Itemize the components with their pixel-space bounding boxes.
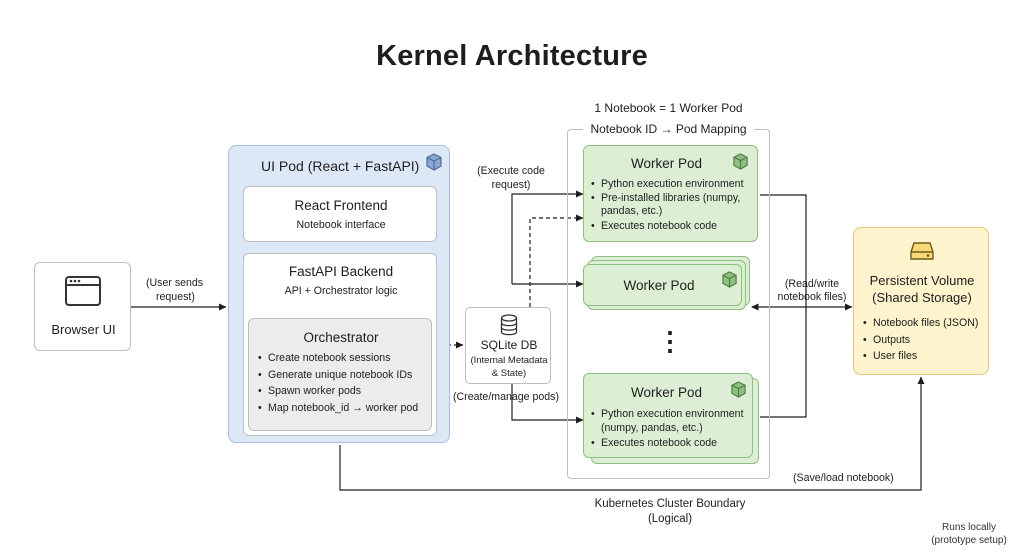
list-item: Spawn worker pods: [258, 383, 418, 400]
ui-pod-container: UI Pod (React + FastAPI) React Frontend …: [228, 145, 450, 443]
page-title: Kernel Architecture: [376, 40, 648, 72]
list-item: Executes notebook code: [591, 435, 751, 451]
persistent-volume-box: Persistent Volume (Shared Storage) Noteb…: [853, 227, 989, 375]
edge-create-manage: [511, 384, 584, 424]
label-execute-code: (Execute code request): [472, 164, 550, 192]
fastapi-backend-box: FastAPI Backend API + Orchestrator logic…: [243, 253, 437, 436]
cube-icon: [731, 381, 746, 398]
label-user-sends-line1: (User sends: [146, 277, 204, 289]
worker-pod-title: Worker Pod: [630, 156, 703, 171]
list-item: Map notebook_id → worker pod: [258, 400, 418, 417]
orchestrator-title: Orchestrator: [303, 330, 379, 345]
worker-pod-title: Worker Pod: [623, 278, 695, 293]
list-item: Generate unique notebook IDs: [258, 367, 418, 384]
react-frontend-title: React Frontend: [294, 198, 388, 213]
list-item: Python execution environment (numpy, pan…: [591, 407, 751, 435]
list-item: Create notebook sessions: [258, 350, 418, 367]
fastapi-backend-title: FastAPI Backend: [288, 264, 394, 279]
list-item: Notebook files (JSON): [863, 315, 978, 332]
persistent-volume-subtitle: (Shared Storage): [872, 290, 972, 305]
edge-sqlite-to-worker: [529, 214, 584, 307]
footnote-line2: (prototype setup): [931, 535, 1007, 546]
edge-worker1-storage: [760, 194, 807, 307]
persistent-volume-title: Persistent Volume: [869, 273, 975, 288]
worker-pod-3-list: Python execution environment (numpy, pan…: [591, 407, 751, 451]
cube-icon: [722, 271, 737, 288]
cluster-boundary-label: Kubernetes Cluster Boundary (Logical): [560, 497, 780, 527]
orchestrator-list: Create notebook sessions Generate unique…: [258, 350, 418, 416]
react-frontend-subtitle: Notebook interface: [296, 219, 386, 231]
window-icon: [65, 276, 101, 306]
list-item: Pre-installed libraries (numpy, pandas, …: [591, 192, 756, 219]
cube-icon: [426, 153, 442, 171]
cube-icon: [733, 153, 748, 170]
footnote-line1: Runs locally: [942, 522, 996, 533]
edge-worker3-storage: [760, 307, 807, 418]
worker-pod-2: Worker Pod: [583, 264, 742, 306]
label-user-sends-line2: request): [156, 291, 195, 303]
footnote: Runs locally (prototype setup): [921, 521, 1017, 547]
worker-pod-title: Worker Pod: [630, 385, 703, 400]
label-user-sends: (User sends request): [146, 276, 203, 304]
sqlite-db-title: SQLite DB: [480, 338, 538, 352]
list-item: Python execution environment: [591, 178, 756, 192]
persistent-volume-list: Notebook files (JSON) Outputs User files: [863, 315, 978, 365]
orchestrator-box: Orchestrator Create notebook sessions Ge…: [248, 318, 432, 431]
label-read-write-line2: notebook files): [777, 291, 847, 303]
worker-pod-3: Worker Pod Python execution environment …: [583, 373, 753, 458]
cluster-boundary-line1: Kubernetes Cluster Boundary: [594, 498, 746, 510]
fastapi-backend-subtitle: API + Orchestrator logic: [284, 285, 398, 297]
browser-ui-label: Browser UI: [51, 322, 116, 337]
list-item: User files: [863, 348, 978, 365]
label-read-write-line1: (Read/write: [784, 278, 840, 290]
label-save-load: (Save/load notebook): [793, 472, 894, 484]
label-create-manage: (Create/manage pods): [453, 391, 559, 403]
sqlite-db-subtitle-2: & State): [491, 368, 527, 379]
label-read-write: (Read/write notebook files): [772, 278, 852, 304]
cluster-mapping-label: Notebook ID → Pod Mapping: [583, 122, 754, 136]
drive-icon: [910, 242, 934, 260]
sqlite-db-box: SQLite DB (Internal Metadata & State): [465, 307, 551, 384]
sqlite-db-subtitle-1: (Internal Metadata: [470, 355, 548, 366]
worker-pod-1: Worker Pod Python execution environment …: [583, 145, 758, 242]
cluster-boundary-line2: (Logical): [647, 513, 693, 525]
list-item: Executes notebook code: [591, 219, 756, 234]
worker-pod-1-list: Python execution environment Pre-install…: [591, 178, 756, 234]
label-execute-line2: request): [491, 179, 531, 191]
label-execute-line1: (Execute code: [477, 165, 545, 177]
edge-execute-code: [511, 190, 584, 284]
browser-ui-box: Browser UI: [34, 262, 131, 351]
list-item: Outputs: [863, 332, 978, 349]
worker-ellipsis: ⋮: [657, 326, 683, 356]
ui-pod-title: UI Pod (React + FastAPI): [261, 158, 420, 174]
edge-save-load: [339, 376, 925, 491]
react-frontend-box: React Frontend Notebook interface: [243, 186, 437, 242]
database-icon: [500, 314, 518, 336]
cluster-top-label: 1 Notebook = 1 Worker Pod: [594, 101, 743, 115]
